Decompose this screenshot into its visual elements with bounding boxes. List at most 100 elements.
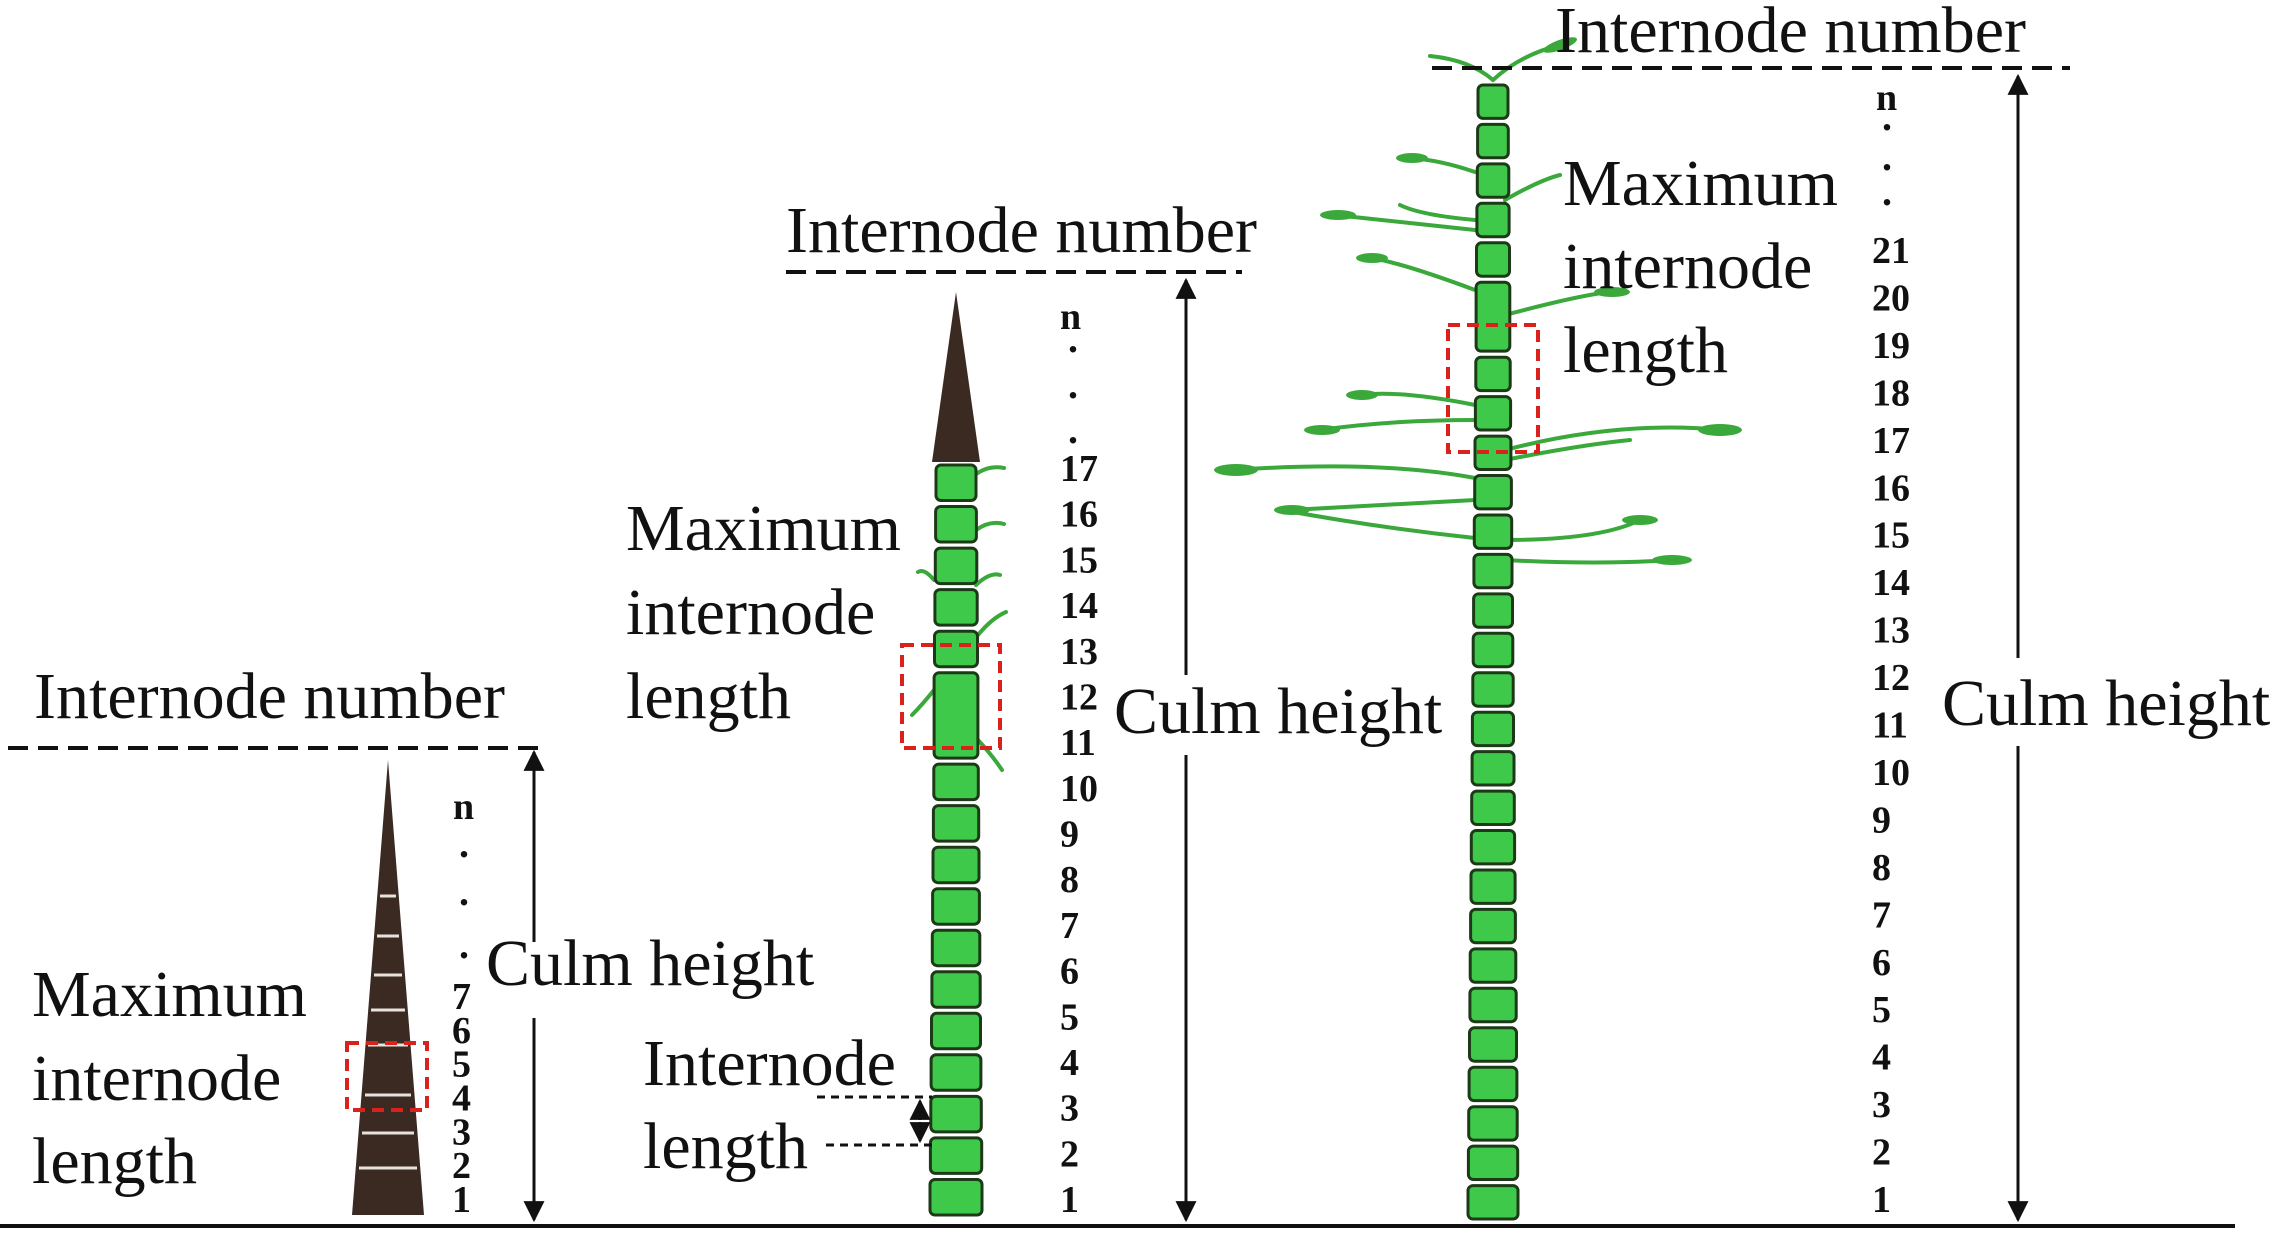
culm-height-label: Culm height	[1114, 675, 1442, 748]
mature-leaves	[1214, 37, 1742, 565]
internode-number-13: 13	[1060, 631, 1098, 673]
internode-number-12: 12	[1060, 676, 1098, 718]
internode-number-14: 14	[1872, 562, 1910, 604]
internode-number-10: 10	[1060, 768, 1098, 810]
internode-number-11: 11	[1060, 722, 1096, 764]
internode-length-label-line1: Internode	[643, 1027, 896, 1100]
culm-internode	[1470, 750, 1516, 787]
internode-marker-n: n	[1060, 296, 1081, 338]
internode-number-10: 10	[1872, 752, 1910, 794]
max-internode-label-line1: Maximum	[626, 492, 901, 565]
culm-internode	[1475, 241, 1511, 278]
internode-number-21: 21	[1872, 230, 1910, 272]
ellipsis-dot: .	[459, 869, 469, 914]
culm-height-label: Culm height	[486, 927, 814, 1000]
internode-number-19: 19	[1872, 325, 1910, 367]
internode-number-11: 11	[1872, 705, 1908, 747]
internode-number-17: 17	[1060, 448, 1098, 490]
culm-internode	[1468, 1026, 1518, 1063]
culm-internode	[1471, 671, 1515, 708]
internode-number-8: 8	[1060, 859, 1079, 901]
culm-internode	[932, 671, 980, 760]
culm-internode	[932, 762, 980, 802]
culm-internode	[931, 887, 981, 926]
ellipsis-dot: .	[1068, 407, 1078, 452]
culm-internode	[933, 546, 979, 586]
culm-internode	[928, 1178, 984, 1217]
max-internode-label-line1: Maximum	[32, 958, 307, 1031]
culm-internode	[933, 629, 979, 669]
internode-number-2: 2	[452, 1145, 471, 1187]
internode-number-16: 16	[1060, 494, 1098, 536]
internode-number-label: Internode number	[786, 194, 1257, 267]
max-internode-label-line2: internode	[32, 1042, 281, 1115]
internode-number-1: 1	[452, 1179, 471, 1221]
max-internode-label-line3: length	[1563, 314, 1728, 387]
internode-marker-n: n	[1876, 77, 1897, 119]
culm-internode	[931, 845, 981, 885]
culm-internode	[930, 970, 982, 1009]
internode-number-2: 2	[1060, 1133, 1079, 1175]
internode-number-4: 4	[1872, 1037, 1891, 1079]
culm-internode	[1467, 1105, 1519, 1142]
culm-internode	[930, 928, 982, 968]
internode-number-7: 7	[452, 976, 471, 1018]
culm-internode	[1473, 434, 1513, 472]
internode-number-9: 9	[1872, 799, 1891, 841]
stage-shoot: Internode number Culm height Maximum int…	[8, 660, 814, 1223]
ellipsis-dot: .	[1068, 316, 1078, 361]
internode-number-14: 14	[1060, 585, 1098, 627]
culm-internode	[1467, 1065, 1519, 1103]
culm-internode	[1470, 710, 1516, 748]
culm-internode	[1466, 1144, 1520, 1181]
culm-sheath-tip	[932, 292, 980, 462]
culm-internode	[1474, 355, 1512, 393]
internode-number-13: 13	[1872, 610, 1910, 652]
mature-culm	[1466, 83, 1520, 1221]
culm-internode	[1472, 552, 1514, 590]
young-leaves	[910, 465, 1008, 772]
max-internode-label-line1: Maximum	[1563, 147, 1838, 220]
max-internode-label-line3: length	[626, 660, 791, 733]
culm-internode	[928, 1136, 984, 1175]
culm-internode	[929, 1053, 983, 1092]
culm-internode	[934, 463, 978, 502]
culm-internode	[1476, 83, 1510, 120]
culm-internode	[1475, 162, 1511, 199]
internode-number-7: 7	[1060, 905, 1079, 947]
internode-number-1: 1	[1872, 1179, 1891, 1221]
ellipsis-dot: .	[1882, 94, 1892, 139]
internode-number-5: 5	[1872, 989, 1891, 1031]
ellipsis-dot: .	[1882, 134, 1892, 179]
internode-number-9: 9	[1060, 814, 1079, 856]
ellipsis-dot: .	[459, 821, 469, 866]
internode-number-7: 7	[1872, 894, 1891, 936]
culm-internode	[1469, 868, 1517, 905]
internode-number-3: 3	[1060, 1088, 1079, 1130]
culm-height-label: Culm height	[1942, 667, 2270, 740]
culm-internode	[1471, 631, 1515, 669]
ellipsis-dot: .	[1882, 169, 1892, 214]
internode-number-15: 15	[1060, 539, 1098, 581]
max-internode-highlight-box	[900, 643, 1002, 750]
ellipsis-dot: .	[459, 922, 469, 967]
max-internode-highlight-box	[1446, 323, 1540, 454]
young-culm	[928, 463, 984, 1217]
internode-number-6: 6	[1060, 951, 1079, 993]
internode-number-2: 2	[1872, 1132, 1891, 1174]
culm-internode	[931, 804, 981, 843]
culm-internode	[1474, 280, 1512, 353]
internode-number-18: 18	[1872, 372, 1910, 414]
max-internode-label-line2: internode	[1563, 230, 1812, 303]
culm-internode	[1472, 513, 1514, 550]
internode-length-label-line2: length	[643, 1110, 808, 1183]
culm-internode	[1476, 122, 1510, 160]
internode-number-5: 5	[1060, 996, 1079, 1038]
culm-internode	[1473, 395, 1513, 432]
internode-number-label: Internode number	[1555, 0, 2026, 67]
culm-internode	[1473, 474, 1513, 511]
internode-number-3: 3	[452, 1111, 471, 1153]
internode-number-4: 4	[1060, 1042, 1079, 1084]
internode-number-6: 6	[1872, 942, 1891, 984]
